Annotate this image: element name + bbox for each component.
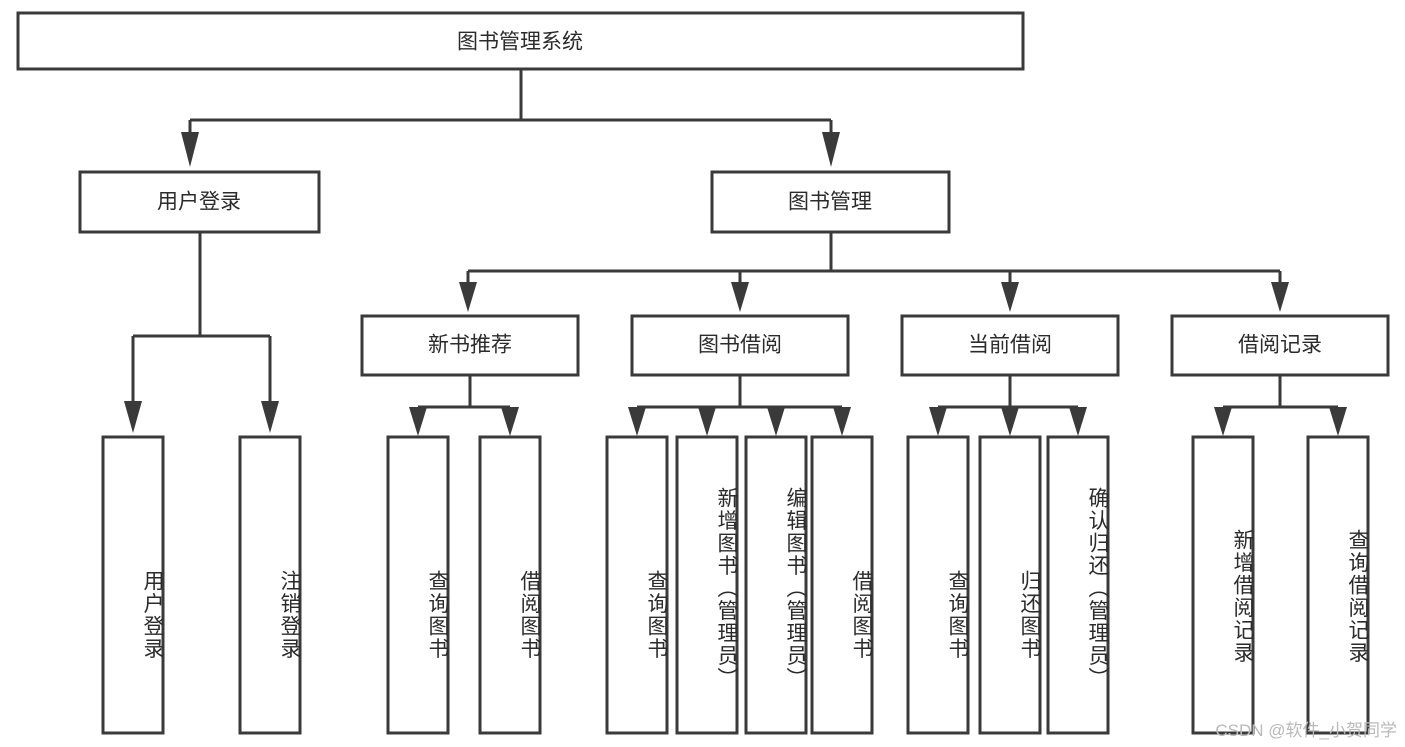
node-box-book-manage[interactable]	[710, 170, 951, 234]
node-label-book-borrow: 图书借阅	[698, 334, 782, 357]
node-box-leaf-edit-book[interactable]	[744, 435, 808, 735]
node-box-leaf-borrow-book-2[interactable]	[810, 435, 874, 735]
edge-group-borrow-record-to-leaves	[1214, 375, 1347, 436]
arrow-head-current-borrow	[1001, 282, 1019, 312]
node-box-leaf-user-login[interactable]	[101, 435, 165, 735]
node-box-leaf-query-record[interactable]	[1306, 435, 1370, 735]
arrow-head-book-borrow	[731, 282, 749, 312]
node-label-root: 图书管理系统	[457, 31, 583, 54]
node-box-borrow-record[interactable]	[1170, 314, 1390, 377]
arrow-head-new-book-rec	[459, 282, 477, 312]
edge-group-new-book-rec-to-leaves	[409, 375, 519, 436]
node-label-new-book-rec: 新书推荐	[428, 334, 512, 357]
arrow-head-leaf-logout	[261, 401, 279, 433]
arrow-head-leaf-edit-book	[767, 407, 785, 436]
node-box-leaf-borrow-book-1[interactable]	[478, 435, 542, 735]
arrow-head-leaf-confirm-return	[1069, 407, 1087, 436]
arrow-head-leaf-query-book-3	[929, 407, 947, 436]
node-box-leaf-add-book[interactable]	[675, 435, 739, 735]
node-box-leaf-query-book-3[interactable]	[906, 435, 970, 735]
node-box-current-borrow[interactable]	[900, 314, 1120, 377]
node-box-leaf-add-record[interactable]	[1191, 435, 1255, 735]
arrow-head-user-login	[181, 132, 199, 167]
arrow-head-leaf-borrow-book-1	[501, 407, 519, 436]
node-box-leaf-query-book-1[interactable]	[386, 435, 450, 735]
edge-group-current-borrow-to-leaves	[929, 375, 1087, 436]
node-box-book-borrow[interactable]	[630, 314, 850, 377]
arrow-head-borrow-record	[1271, 282, 1289, 312]
arrow-head-leaf-query-record	[1329, 407, 1347, 436]
node-box-leaf-query-book-2[interactable]	[605, 435, 669, 735]
node-label-book-manage: 图书管理	[788, 191, 872, 214]
arrow-head-leaf-query-book-1	[409, 407, 427, 436]
node-label-user-login: 用户登录	[157, 191, 241, 214]
node-box-new-book-rec[interactable]	[360, 314, 580, 377]
node-box-root[interactable]	[16, 11, 1025, 71]
arrow-head-leaf-add-book	[698, 407, 716, 436]
arrow-head-leaf-borrow-book-2	[833, 407, 851, 436]
node-box-leaf-return-book[interactable]	[978, 435, 1042, 735]
node-box-user-login[interactable]	[78, 170, 321, 234]
edge-group-user-login-to-leaves	[124, 232, 279, 433]
arrow-head-leaf-query-book-2	[628, 407, 646, 436]
edge-group-book-borrow-to-leaves	[628, 375, 851, 436]
arrow-head-leaf-add-record	[1214, 407, 1232, 436]
edge-group-root-to-level2	[181, 69, 840, 167]
node-box-leaf-logout[interactable]	[238, 435, 302, 735]
node-box-leaf-confirm-return[interactable]	[1046, 435, 1110, 735]
arrow-head-leaf-return-book	[1001, 407, 1019, 436]
arrow-head-book-manage	[822, 132, 840, 167]
node-label-current-borrow: 当前借阅	[968, 334, 1052, 357]
edge-group-book-manage-to-level3	[459, 232, 1289, 312]
arrow-head-leaf-user-login	[124, 401, 142, 433]
node-label-borrow-record: 借阅记录	[1238, 334, 1322, 357]
